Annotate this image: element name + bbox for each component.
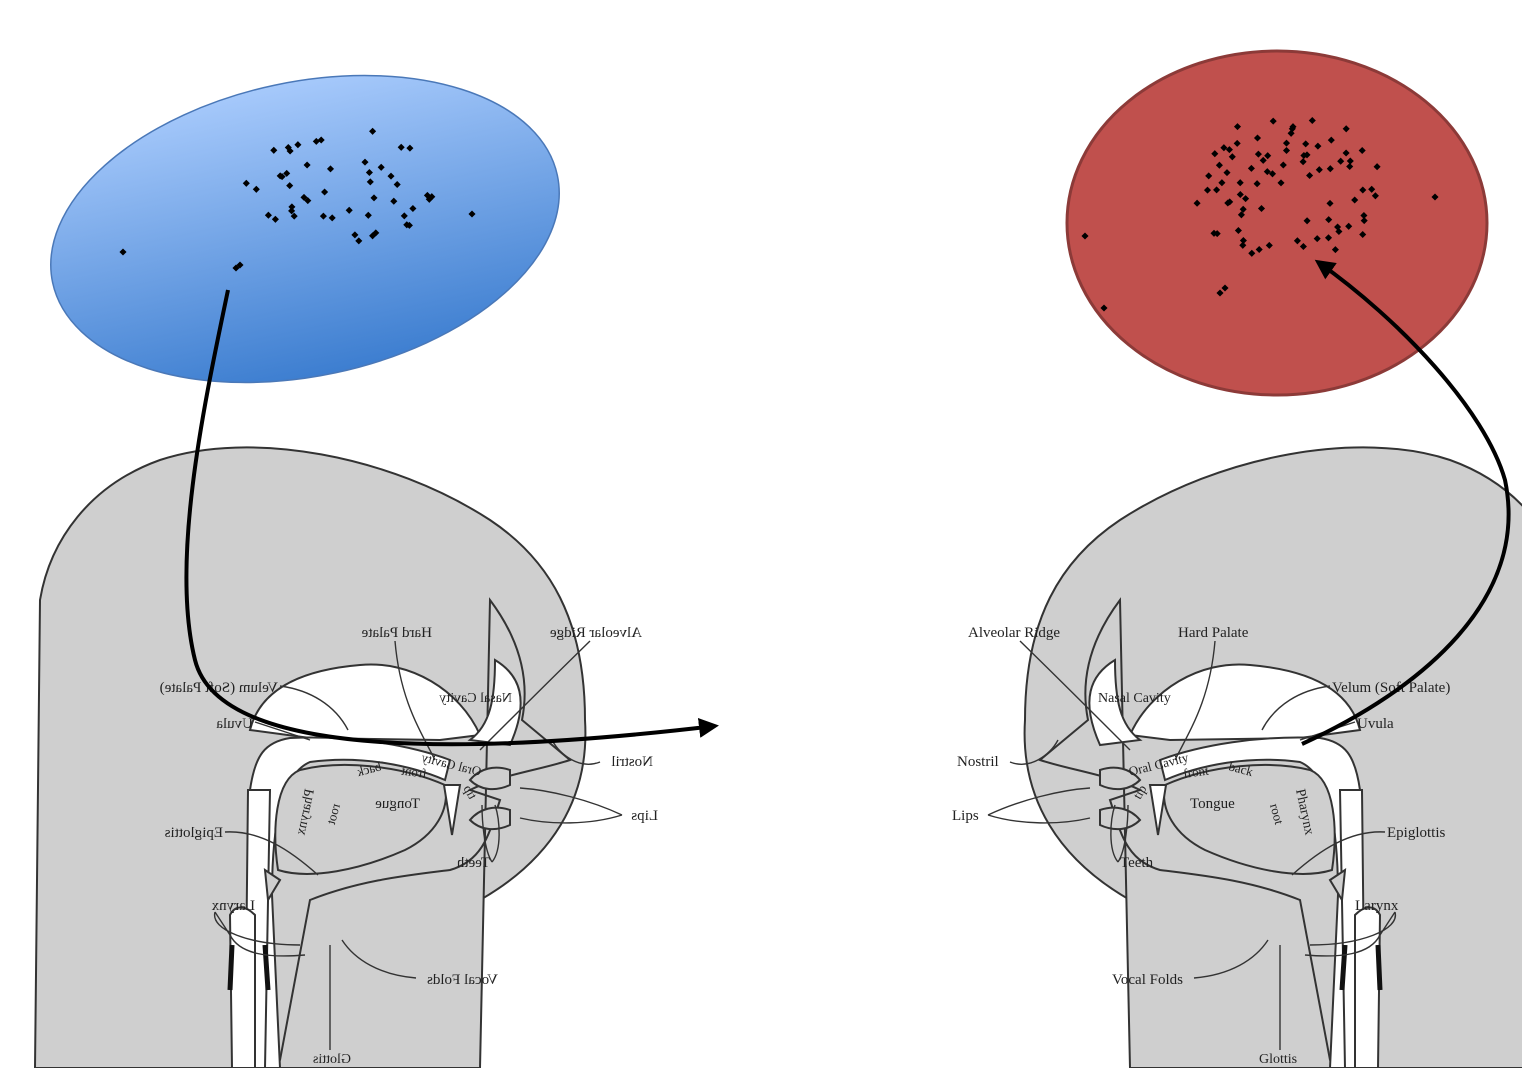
label-epiglottis: Epiglottis — [1387, 825, 1446, 841]
label-nasal-cavity-mirrored: Nasal Cavity — [439, 691, 512, 706]
label-uvula-mirrored: Uvula — [216, 716, 253, 732]
red-embedding-circle — [1067, 51, 1487, 395]
label-larynx: Larynx — [1355, 898, 1399, 914]
label-alveolar-ridge-mirrored: Alveolar Ridge — [550, 625, 642, 641]
left-head-diagram-mirrored — [35, 447, 585, 1068]
label-teeth: Teeth — [1120, 855, 1154, 871]
label-teeth-mirrored: Teeth — [456, 855, 490, 871]
label-hard-palate-mirrored: Hard Palate — [361, 625, 432, 641]
label-alveolar-ridge: Alveolar Ridge — [968, 625, 1060, 641]
right-head-diagram — [1025, 447, 1522, 1068]
label-epiglottis-mirrored: Epiglottis — [165, 825, 224, 841]
label-nostril: Nostril — [957, 754, 999, 770]
label-larynx-mirrored: Larynx — [211, 898, 255, 914]
label-tongue: Tongue — [1190, 796, 1235, 812]
label-hard-palate: Hard Palate — [1178, 625, 1249, 641]
label-glottis: Glottis — [1259, 1052, 1297, 1067]
label-tongue-mirrored: Tongue — [375, 796, 420, 812]
blue-embedding-ellipse — [22, 32, 588, 427]
label-lips-mirrored: Lips — [631, 808, 658, 824]
label-uvula: Uvula — [1357, 716, 1394, 732]
label-velum-mirrored: Velum (Soft Palate) — [160, 680, 278, 696]
label-vocal-folds: Vocal Folds — [1112, 972, 1183, 988]
label-vocal-folds-mirrored: Vocal Folds — [427, 972, 498, 988]
label-nasal-cavity: Nasal Cavity — [1098, 691, 1171, 706]
label-lips: Lips — [952, 808, 979, 824]
label-nostril-mirrored: Nostril — [611, 754, 653, 770]
label-glottis-mirrored: Glottis — [313, 1052, 351, 1067]
